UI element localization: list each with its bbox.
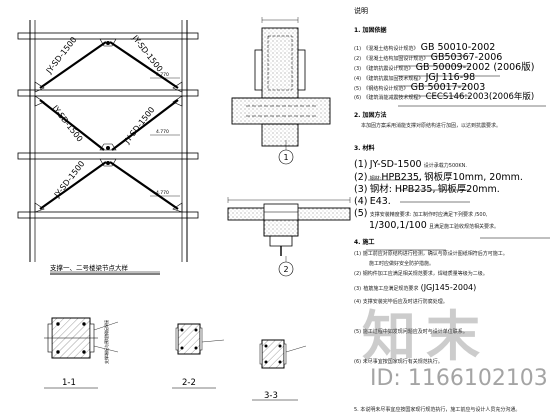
construction-row: 施工时应做好安全防护措施。 <box>369 261 435 267</box>
material-row: (5) 支撑安装精度要求: 加工制作时应满足下列要求 /500, <box>354 208 488 219</box>
construction-row: (3) 植筋施工应满足规范要求 (JGJ145-2004) <box>354 283 477 292</box>
code-value: GB 50010-2002 <box>420 42 496 53</box>
detail-1 <box>231 17 331 165</box>
code-value: GB50367-2006 <box>430 52 503 63</box>
notes-section-4-heading: 4. 施工 <box>354 239 375 246</box>
material-row: (1) JY-SD-1500 设计承载力500KN. <box>354 159 467 170</box>
code-value: CECS146:2003(2006年版) <box>425 92 535 102</box>
code-row: (6) 《建筑消能减震技术规程》 CECS146:2003(2006年版) <box>354 92 535 102</box>
code-row: (3) 《建筑抗震设计规范》 GB 50009-2002 (2006版) <box>354 62 535 73</box>
elevation-caption: 支撑一、二号楼梁节点大样 <box>50 263 129 272</box>
material-row: (3) 钢材: HPB235, 钢板厚20mm. <box>354 184 500 195</box>
construction-row: (2) 钢构件加工应满足相关规范要求，焊缝质量等级为二级。 <box>354 271 488 277</box>
detail-2 <box>227 197 351 277</box>
material-row: (4) E43. <box>354 196 391 207</box>
level-mark: 4.770 <box>156 129 169 135</box>
notes-section-2-heading: 2. 加固方法 <box>354 112 387 119</box>
section-1-1-label: 1-1 <box>62 378 76 388</box>
notes-section-1-heading: 1. 加固依据 <box>354 27 387 34</box>
section-3-3-label: 3-3 <box>264 391 278 401</box>
notes-title: 说明 <box>354 7 368 15</box>
code-row: (4) 《建筑抗震加固技术规程》 JGJ 116-98 <box>354 72 476 83</box>
watermark-logo: 知末 <box>362 305 490 368</box>
material-row: (2) 钢材:HPB235, 钢板厚10mm, 20mm. <box>354 172 523 183</box>
code-value: GB 50009-2002 (2006版) <box>415 62 535 73</box>
section-2-2 <box>172 323 225 389</box>
frame-elevation <box>17 20 199 275</box>
brace-label: JY-SD-1500 <box>122 105 157 146</box>
section-annotation: 支撑端板与预埋钢板焊接 <box>103 320 109 364</box>
section-2-2-label: 2-2 <box>182 378 196 388</box>
construction-row: (4) 支撑安装完毕后应及时进行防腐处理。 <box>354 299 448 305</box>
construction-row: (1) 施工前应对原结构进行检测，确认与原设计图纸相符后方可施工。 <box>354 251 508 257</box>
notes-underlines <box>366 55 550 251</box>
construction-row: (6) 未尽事宜按国家现行有关规范执行。 <box>354 359 443 365</box>
code-row: (5) 《钢结构设计规范》 GB 50017-2003 <box>354 82 486 93</box>
brace-label: JY-SD-1500 <box>50 103 85 144</box>
code-value: GB 50017-2003 <box>410 82 486 93</box>
code-row: (2) 《混凝土结构加固设计规范》 GB50367-2006 <box>354 52 503 63</box>
notes-section-3-heading: 3. 材料 <box>354 145 375 152</box>
material-row: 1/300,1/100 且满足施工验收规范相关要求。 <box>369 220 500 231</box>
construction-row: (5) 施工过程中如发现问题应及时与设计单位联系。 <box>354 329 468 335</box>
code-value: JGJ 116-98 <box>425 72 476 83</box>
level-mark: 4.770 <box>156 190 169 196</box>
watermark-id: ID: 1166102103 <box>370 366 548 391</box>
section-1-1 <box>44 317 119 389</box>
notes-footer: 5. 本说明未尽事宜应按国家现行规范执行，施工前应与设计人员充分沟通。 <box>354 407 521 413</box>
detail-1-number: 1 <box>284 153 289 162</box>
code-row: (1) 《混凝土结构设计规范》 GB 50010-2002 <box>354 42 496 53</box>
detail-2-number: 2 <box>284 265 289 274</box>
section-3-3 <box>252 339 307 401</box>
notes-section-2-text: 本加固方案采用消能支撑对原结构进行加固，以达到抗震要求。 <box>361 123 502 129</box>
brace-label: JY-SD-1500 <box>44 35 79 76</box>
notes-panel: 说明 1. 加固依据 (1) 《混凝土结构设计规范》 GB 50010-2002… <box>343 0 557 420</box>
level-mark: 4.770 <box>156 72 169 78</box>
